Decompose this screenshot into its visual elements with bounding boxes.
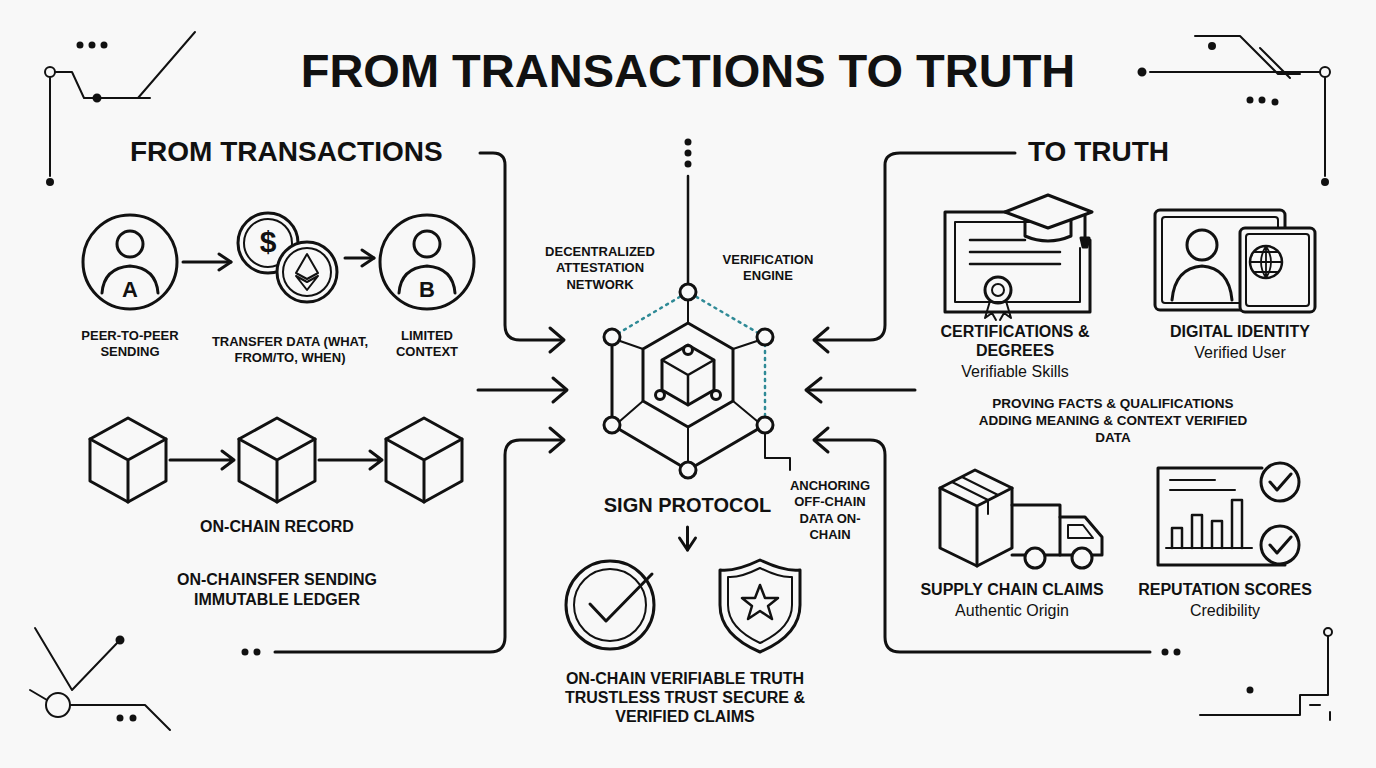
node-label: ON-CHAIN VERIFIABLE TRUTH TRUSTLESS TRUS… [544, 669, 826, 727]
chart-icon [1158, 463, 1299, 565]
person-circle: BLIMITED CONTEXT [379, 214, 475, 310]
result-badges: ON-CHAIN VERIFIABLE TRUTH TRUSTLESS TRUS… [560, 555, 810, 650]
node-sublabel: Verifiable Skills [930, 362, 1100, 381]
protocol-hub: SIGN PROTOCOL [585, 282, 790, 522]
certificate-item: CERTIFICATIONS & DEGREESVerifiable Skill… [935, 190, 1095, 318]
node-label: SUPPLY CHAIN CLAIMS [905, 580, 1120, 599]
network-hub [604, 176, 790, 478]
node-label: REPUTATION SCORES [1127, 580, 1323, 599]
node-label: DIGITAL IDENTITY [1135, 322, 1345, 341]
text-label: VERIFICATION ENGINE [711, 252, 825, 285]
node-label: $ [248, 224, 288, 260]
text-label: DECENTRALIZED ATTESTATION NETWORK [536, 244, 664, 293]
person-icon [83, 215, 177, 309]
text-label: ANCHORING OFF-CHAIN DATA ON-CHAIN [783, 478, 877, 543]
corner-decoration [30, 32, 1332, 730]
node-label: A [110, 277, 150, 303]
node-label: CERTIFICATIONS & DEGREES [930, 322, 1100, 360]
reputation-item: REPUTATION SCORESCredibility [1150, 458, 1305, 572]
text-label: ON-CHAIN RECORD [200, 517, 354, 537]
text-label: FROM TRANSACTIONS [130, 134, 443, 169]
node-label: SIGN PROTOCOL [585, 493, 790, 517]
arrow-connector [680, 527, 696, 550]
arrow-connector [345, 250, 374, 266]
truck-icon [940, 470, 1102, 568]
text-label: ON-CHAINSFER SENDING IMMUTABLE LEDGER [157, 570, 397, 610]
person-icon [380, 215, 474, 309]
node-sublabel: TRANSFER DATA (WHAT, FROM/TO, WHEN) [195, 334, 385, 365]
coin-group: $TRANSFER DATA (WHAT, FROM/TO, WHEN) [236, 212, 340, 304]
check-shield-icon [566, 560, 800, 652]
node-sublabel: PEER-TO-PEER SENDING [65, 328, 195, 359]
node-label: B [407, 277, 447, 303]
coin-icon [238, 213, 337, 302]
person-circle: APEER-TO-PEER SENDING [82, 214, 178, 310]
node-sublabel: Authentic Origin [905, 601, 1120, 620]
node-sublabel: LIMITED CONTEXT [372, 328, 482, 359]
text-label: PROVING FACTS & QUALIFICATIONS ADDING ME… [976, 396, 1250, 447]
block-chain [90, 418, 462, 502]
certificate-icon [945, 195, 1092, 320]
supply-item: SUPPLY CHAIN CLAIMSAuthentic Origin [935, 462, 1110, 572]
text-label: TO TRUTH [1028, 134, 1169, 169]
identity-item: DIGITAL IDENTITYVerified User [1150, 205, 1320, 318]
node-sublabel: Credibility [1127, 601, 1323, 620]
id-card-icon [1155, 210, 1315, 312]
arrow-connector [183, 254, 231, 270]
title: FROM TRANSACTIONS TO TRUTH [301, 42, 1076, 101]
node-sublabel: Verified User [1135, 343, 1345, 362]
